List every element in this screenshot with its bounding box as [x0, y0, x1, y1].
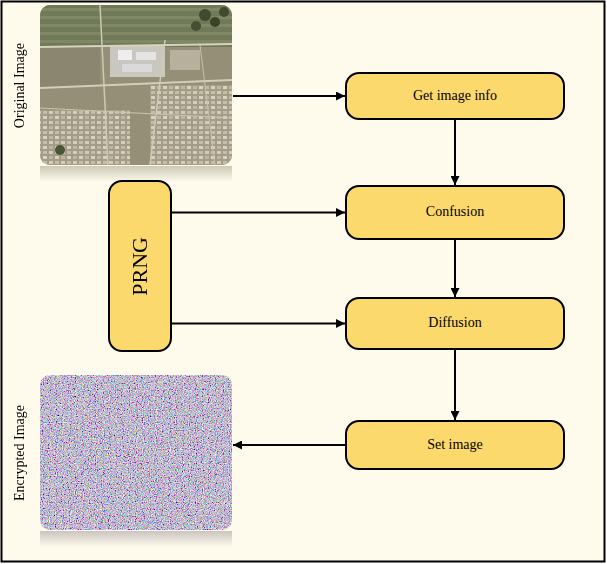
- original-image: Original Image: [10, 5, 233, 167]
- prng-label: PRNG: [127, 237, 153, 296]
- box-label: Get image info: [413, 88, 497, 105]
- image-caption: Encrypted Image: [12, 405, 29, 501]
- prng-box: PRNG: [108, 180, 172, 352]
- process-box: Set image: [345, 420, 565, 470]
- box-label: Diffusion: [428, 315, 481, 332]
- flow-arrow: [172, 212, 345, 214]
- process-box: Diffusion: [345, 297, 565, 350]
- encrypted-image: Encrypted Image: [10, 372, 233, 534]
- process-box: Confusion: [345, 185, 565, 240]
- process-box: Get image info: [345, 72, 565, 120]
- flow-arrow: [454, 240, 456, 297]
- image-reflection: [40, 531, 232, 547]
- flow-arrow: [172, 323, 345, 325]
- satellite-image: [40, 5, 232, 165]
- encrypted-noise-image: [40, 375, 232, 530]
- box-label: Confusion: [426, 204, 484, 221]
- flow-arrow: [233, 444, 345, 446]
- flow-arrow: [233, 95, 345, 97]
- flow-arrow: [454, 350, 456, 420]
- image-caption: Original Image: [12, 43, 29, 128]
- flow-arrow: [454, 120, 456, 185]
- box-label: Set image: [427, 437, 483, 454]
